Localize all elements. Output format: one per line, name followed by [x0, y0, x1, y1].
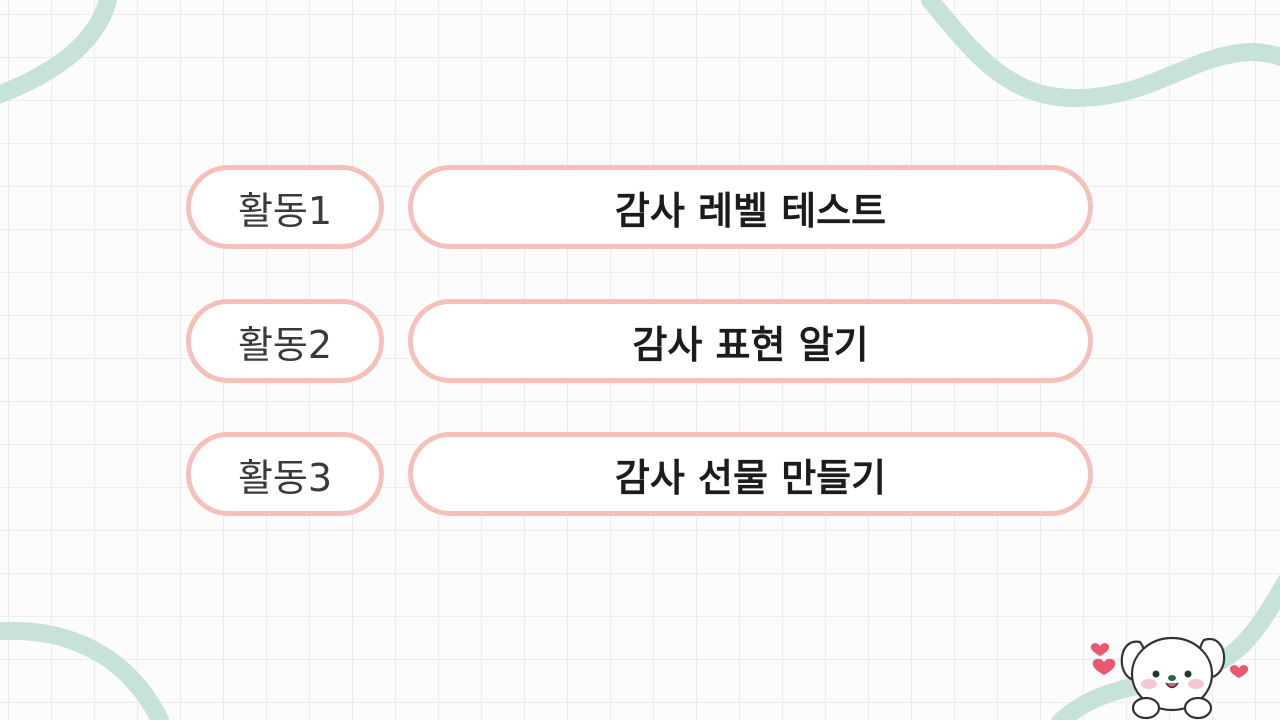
wave-top-left	[0, 0, 117, 104]
wave-bottom-left	[0, 621, 169, 720]
heart-icon	[1090, 643, 1110, 656]
activity-3-label: 활동3	[186, 432, 384, 516]
activity-3-title: 감사 선물 만들기	[408, 432, 1093, 516]
heart-icon	[1229, 665, 1249, 678]
activity-2-title[interactable]: 감사 표현 알기	[408, 299, 1093, 383]
puppy-mascot-icon	[1090, 636, 1249, 720]
wave-top-right	[921, 0, 1280, 108]
activity-1-label: 활동1	[186, 165, 384, 249]
heart-icon	[1092, 658, 1116, 675]
activity-2-label: 활동2	[186, 299, 384, 383]
activity-1-title[interactable]: 감사 레벨 테스트	[408, 165, 1093, 249]
